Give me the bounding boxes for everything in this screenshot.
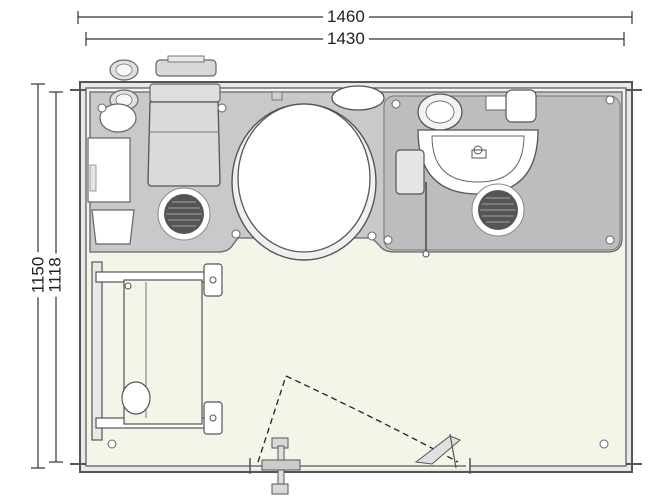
- toilet-tank: [147, 101, 221, 187]
- handrail-icon: [395, 149, 430, 258]
- floor-drain-icon: [157, 187, 211, 241]
- toilet-bowl-icon: [231, 85, 385, 261]
- vent-icon: [149, 55, 221, 103]
- floor-drain-icon: [471, 183, 525, 237]
- inner-depth-label: 1118: [46, 253, 65, 297]
- inner-width-label: 1430: [323, 30, 369, 48]
- overall-depth-label: 1150: [28, 252, 48, 298]
- fastener-icon: [97, 95, 615, 449]
- left-shelf: [87, 137, 135, 245]
- tap-fixture-icon: [99, 59, 139, 133]
- fold-down-seat-icon: [91, 261, 223, 441]
- washbasin-icon: [417, 89, 539, 195]
- overall-width-label: 1460: [323, 8, 369, 26]
- door-handle-icon: [261, 437, 301, 495]
